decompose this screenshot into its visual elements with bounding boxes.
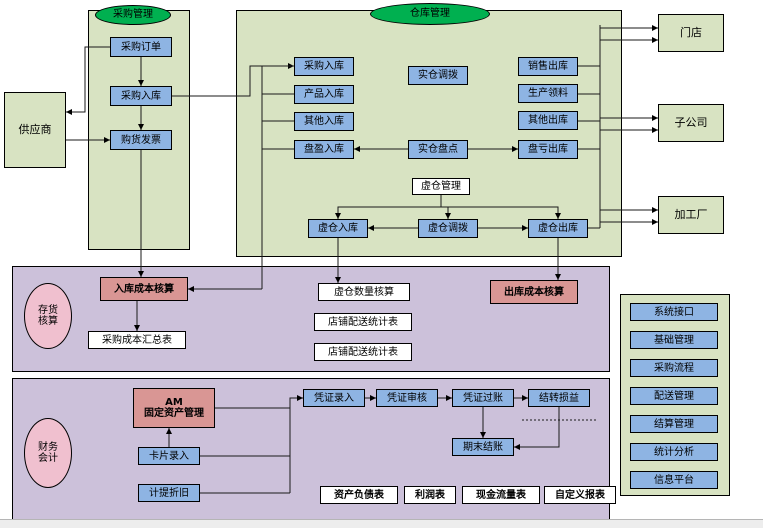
purchase-title-ellipse: 采购管理 — [95, 5, 171, 25]
balance-sheet-node: 资产负债表 — [320, 486, 398, 504]
wh-out-other-node: 其他出库 — [518, 111, 578, 130]
module-purchase-flow: 采购流程 — [630, 359, 718, 377]
inventory-title-line1: 存货 — [38, 304, 58, 316]
wh-out-sales-node: 销售出库 — [518, 57, 578, 76]
page-bottom-edge — [0, 519, 763, 528]
wh-in-product-node: 产品入库 — [294, 85, 354, 104]
store-stats-node-1: 店铺配送统计表 — [314, 313, 412, 331]
subsidiary-box: 子公司 — [658, 104, 724, 142]
virtual-transfer-node: 虚仓调拨 — [418, 219, 478, 238]
custom-report-node: 自定义报表 — [544, 486, 616, 504]
in-cost-node: 入库成本核算 — [100, 277, 188, 301]
wh-in-purchase-node: 采购入库 — [294, 57, 354, 76]
wh-stocktake-node: 实仓盘点 — [408, 140, 468, 159]
store-stats-node-2: 店铺配送统计表 — [314, 343, 412, 361]
out-cost-node: 出库成本核算 — [490, 280, 578, 304]
purchase-order-node: 采购订单 — [110, 37, 172, 57]
virtual-qty-node: 虚仓数量核算 — [318, 283, 410, 301]
voucher-entry-node: 凭证录入 — [303, 389, 365, 407]
wh-in-other-node: 其他入库 — [294, 112, 354, 131]
wh-out-loss-node: 盘亏出库 — [518, 140, 578, 159]
cash-flow-node: 现金流量表 — [462, 486, 540, 504]
module-basic-mgmt: 基础管理 — [630, 331, 718, 349]
voucher-audit-node: 凭证审核 — [376, 389, 438, 407]
fixed-asset-line1: AM — [165, 397, 183, 408]
factory-box: 加工厂 — [658, 196, 724, 234]
fixed-asset-line2: 固定资产管理 — [144, 408, 204, 419]
module-stats-analysis: 统计分析 — [630, 443, 718, 461]
virtual-out-node: 虚仓出库 — [528, 219, 588, 238]
depreciation-node: 计提折旧 — [138, 484, 200, 502]
inventory-title-ellipse: 存货 核算 — [24, 283, 72, 349]
purchase-invoice-node: 购货发票 — [110, 130, 172, 150]
fixed-asset-node: AM 固定资产管理 — [133, 388, 215, 428]
wh-in-surplus-node: 盘盈入库 — [294, 140, 354, 159]
warehouse-title: 仓库管理 — [410, 8, 450, 20]
purchase-title: 采购管理 — [113, 9, 153, 21]
module-system-interface: 系统接口 — [630, 303, 718, 321]
income-statement-node: 利润表 — [404, 486, 456, 504]
finance-title-ellipse: 财务 会计 — [24, 418, 72, 488]
wh-out-production-node: 生产领料 — [518, 84, 578, 103]
supplier-box: 供应商 — [4, 92, 66, 168]
card-entry-node: 卡片录入 — [138, 447, 200, 465]
purchase-receipt-node: 采购入库 — [110, 86, 172, 106]
profit-transfer-node: 结转损益 — [528, 389, 590, 407]
module-info-platform: 信息平台 — [630, 471, 718, 489]
finance-title-line1: 财务 — [38, 441, 58, 453]
inventory-title-line2: 核算 — [38, 316, 58, 327]
store-box: 门店 — [658, 14, 724, 52]
virtual-in-node: 虚仓入库 — [308, 219, 368, 238]
module-distribution-mgmt: 配送管理 — [630, 387, 718, 405]
module-settlement-mgmt: 结算管理 — [630, 415, 718, 433]
wh-transfer-node: 实仓调拨 — [408, 66, 468, 85]
period-close-node: 期末结账 — [452, 438, 514, 456]
virtual-mgmt-node: 虚仓管理 — [412, 178, 470, 195]
voucher-post-node: 凭证过账 — [452, 389, 514, 407]
finance-title-line2: 会计 — [38, 453, 58, 464]
purchase-cost-summary-node: 采购成本汇总表 — [88, 331, 186, 349]
warehouse-title-ellipse: 仓库管理 — [370, 3, 490, 25]
